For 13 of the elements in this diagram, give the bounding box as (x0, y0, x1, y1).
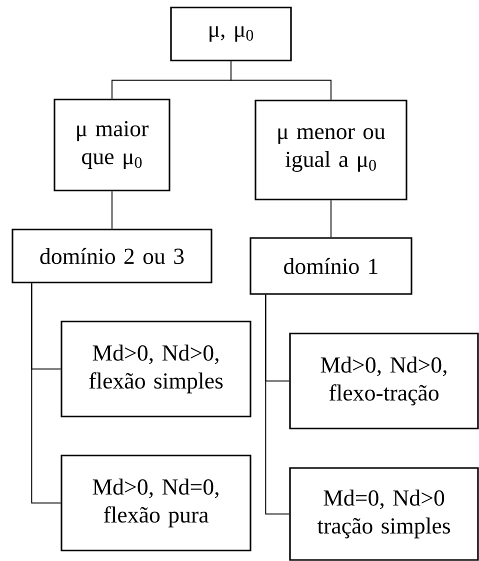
process-box: Md=0, Nd>0 tração simples (289, 467, 479, 561)
process-box: Md>0, Nd>0, flexo-tração (289, 332, 479, 430)
connector-line (265, 294, 290, 514)
connector-line (31, 282, 62, 504)
process-box: μ menor ou igual a μ$_{0}$ (254, 100, 408, 200)
connector-line (330, 200, 332, 238)
process-box: domínio 1 (250, 237, 412, 295)
connector-line (230, 60, 332, 100)
process-box: Md>0, Nd>0, flexão simples (60, 320, 252, 418)
process-box: Md>0, Nd=0, flexão pura (60, 454, 252, 552)
process-box: domínio 2 ou 3 (12, 228, 212, 284)
process-box: μ, μ$_{0}$ (170, 6, 292, 62)
process-box: μ maior que μ$_{0}$ (54, 98, 170, 192)
